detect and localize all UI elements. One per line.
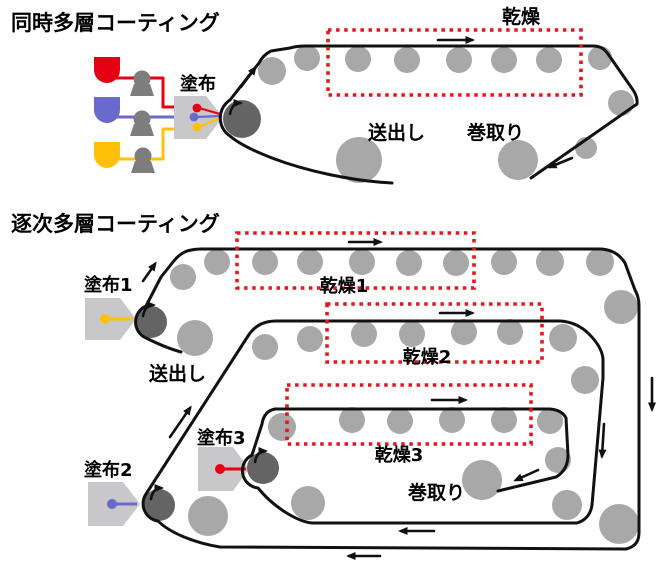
coating1-label: 塗布1 [84,274,133,296]
dryer-box-2 [325,302,544,364]
top-labels: 同時多層コーティング 塗布 乾燥 送出し 巻取り [11,5,541,144]
dryer2-label: 乾燥2 [403,346,452,368]
top-roller-group [258,45,634,183]
flow-arrow-up-icon [239,65,257,89]
bottom-arrows [141,238,656,560]
die-inlet-blue [189,112,199,122]
die-channel-yellow [198,116,221,129]
bottom-unwind-roller [177,320,213,356]
ink-tank-red [94,57,120,83]
bottom-diagram: 逐次多層コーティング 塗布1 送出し 乾燥1 乾燥2 乾燥3 塗布2 塗布3 巻… [11,212,656,560]
die1-inlet-yellow [100,314,110,324]
bottom-rewind-roller [462,460,502,500]
top-title: 同時多層コーティング [11,11,220,35]
pump-blue [130,110,154,136]
bottom-rewind-label: 巻取り [407,481,465,504]
bottom-web-path [134,247,641,551]
dryer1-label: 乾燥1 [320,275,369,297]
top-coating-roller [223,100,261,138]
die-channel-blue [196,114,221,119]
bottom-unwind-label: 送出し [149,362,206,385]
rotation-arrow-2-icon [149,484,164,501]
flow-arrow-up1-icon [141,261,157,283]
pump-red [130,70,154,96]
top-diagram: 同時多層コーティング 塗布 乾燥 送出し 巻取り [11,5,639,185]
die3-inlet-red [215,464,225,474]
die-channel-red [198,106,221,116]
bottom-roller-group [170,248,639,544]
pump-group [130,70,155,173]
ink-tank-blue [94,97,120,123]
bottom-title: 逐次多層コーティング [11,212,220,236]
flow-arrow-left-icon [547,156,574,169]
top-unwind-roller [336,137,382,183]
top-web-path [218,44,639,185]
top-dryer-box [326,28,583,97]
flow-arrow-down2-icon [598,422,607,459]
bottom-labels: 逐次多層コーティング 塗布1 送出し 乾燥1 乾燥2 乾燥3 塗布2 塗布3 巻… [11,212,465,504]
die-inlet-red [192,103,202,113]
top-coating-label: 塗布 [180,73,216,95]
dryer-box-3 [285,383,533,446]
ink-tank-yellow [94,142,120,168]
rotation-arrow-1-icon [141,301,156,318]
top-web-group [218,44,639,185]
top-unwind-label: 送出し [368,121,425,144]
bottom-dryer-boxes [235,231,544,446]
die2-inlet-blue [107,499,117,509]
flow-arrow-up2-icon [168,405,192,439]
rotation-arrow-icon [228,99,243,116]
pump-yellow [131,147,155,173]
coating3-label: 塗布3 [197,427,246,449]
top-rewind-roller [498,140,538,180]
dryer3-label: 乾燥3 [375,444,424,466]
bottom-web-group [134,247,641,551]
die-inlet-yellow [192,122,202,132]
top-dryer-label: 乾燥 [502,5,541,28]
coating2-label: 塗布2 [84,459,133,481]
rotation-arrow-3-icon [253,447,268,464]
top-arrows [228,36,574,169]
flow-arrow-rewind-icon [513,468,540,482]
top-rewind-label: 巻取り [466,121,524,144]
